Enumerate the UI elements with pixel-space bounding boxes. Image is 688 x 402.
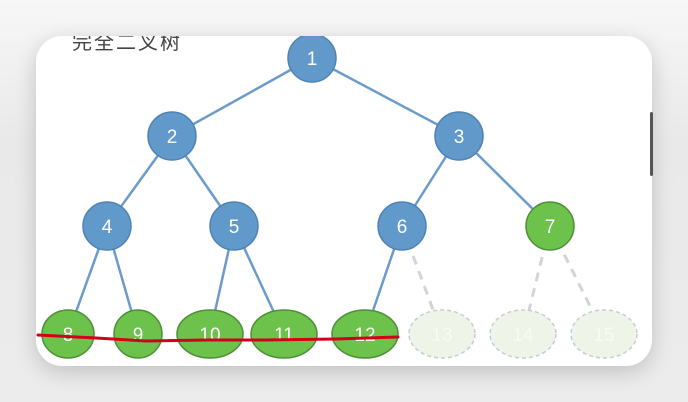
node-shape bbox=[113, 309, 163, 359]
node-shape bbox=[434, 111, 484, 161]
node-label: 9 bbox=[133, 325, 144, 346]
edge-1-2 bbox=[171, 56, 313, 138]
node-label: 5 bbox=[229, 217, 240, 238]
tree-node-13: 13 bbox=[408, 309, 476, 359]
tree-node-14: 14 bbox=[489, 309, 557, 359]
tree-node-9: 9 bbox=[113, 309, 163, 359]
tree-node-8: 8 bbox=[41, 309, 95, 359]
tree-node-10: 10 bbox=[176, 309, 244, 359]
tree-node-12: 12 bbox=[331, 309, 399, 359]
node-shape bbox=[331, 309, 399, 359]
node-label: 15 bbox=[593, 325, 614, 346]
tree-node-4: 4 bbox=[82, 201, 132, 251]
node-shape bbox=[82, 201, 132, 251]
tree-node-6: 6 bbox=[377, 201, 427, 251]
node-label: 12 bbox=[354, 325, 375, 346]
node-label: 14 bbox=[512, 325, 534, 346]
tree-node-15: 15 bbox=[570, 309, 638, 359]
node-shape bbox=[250, 309, 318, 359]
node-label: 7 bbox=[545, 217, 556, 238]
tree-node-11: 11 bbox=[250, 309, 318, 359]
node-label: 10 bbox=[199, 325, 220, 346]
node-shape bbox=[147, 111, 197, 161]
node-label: 11 bbox=[274, 325, 294, 346]
node-label: 4 bbox=[102, 217, 113, 238]
node-shape bbox=[287, 36, 337, 83]
node-label: 6 bbox=[397, 217, 408, 238]
node-shape bbox=[489, 309, 557, 359]
node-shape bbox=[209, 201, 259, 251]
node-shape bbox=[176, 309, 244, 359]
tree-node-3: 3 bbox=[434, 111, 484, 161]
tree-node-2: 2 bbox=[147, 111, 197, 161]
node-label: 13 bbox=[431, 325, 452, 346]
node-shape bbox=[570, 309, 638, 359]
red-underline-annotation bbox=[36, 333, 400, 343]
node-shape bbox=[408, 309, 476, 359]
node-shape bbox=[377, 201, 427, 251]
tree-node-1: 1 bbox=[287, 36, 337, 83]
edge-1-3 bbox=[311, 56, 460, 138]
slide-title: 完全二叉树 bbox=[72, 36, 182, 54]
node-label: 2 bbox=[167, 127, 178, 148]
node-label: 1 bbox=[307, 49, 318, 70]
tree-node-7: 7 bbox=[525, 201, 575, 251]
tree-node-5: 5 bbox=[209, 201, 259, 251]
node-shape bbox=[525, 201, 575, 251]
side-scroll-handle[interactable] bbox=[650, 112, 653, 176]
node-label: 3 bbox=[454, 127, 465, 148]
